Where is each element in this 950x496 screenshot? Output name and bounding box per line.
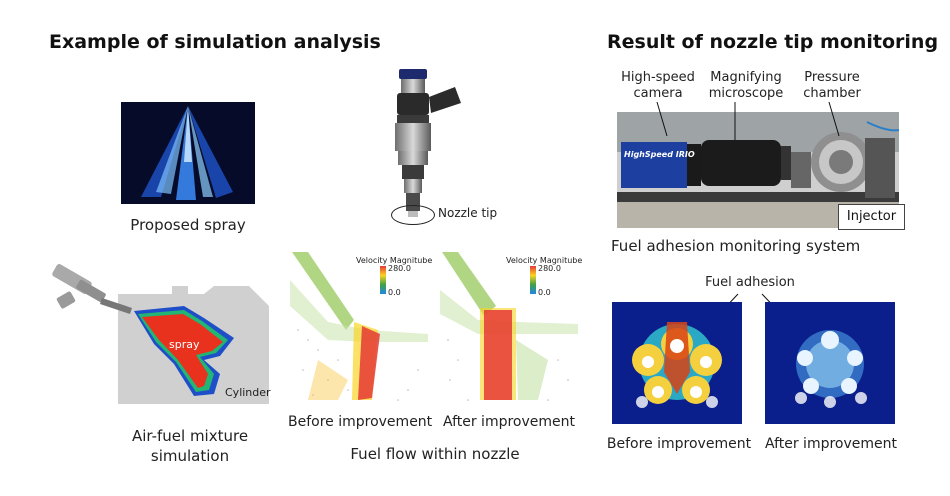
microscope-label-line1: Magnifying — [710, 70, 782, 85]
injector-label: Injector — [838, 204, 905, 230]
flow-after-image — [438, 250, 580, 408]
nozzle-tip-highlight — [391, 205, 435, 225]
fuel-flow-caption: Fuel flow within nozzle — [350, 445, 520, 463]
mixture-caption-line1: Air-fuel mixture — [131, 427, 249, 445]
camera-brand-label: HighSpeed IRIO — [624, 150, 695, 159]
mixture-caption-line2: simulation — [150, 447, 230, 465]
fuel-adhesion-label: Fuel adhesion — [705, 275, 795, 290]
chamber-label-line2: chamber — [803, 86, 861, 101]
microscope-label-line2: microscope — [708, 86, 784, 101]
left-section-title: Example of simulation analysis — [49, 31, 381, 53]
injector-image — [385, 67, 467, 237]
mixture-simulation-image — [44, 256, 279, 406]
velocity-colorbar-after — [530, 266, 536, 294]
cylinder-label: Cylinder — [225, 386, 271, 399]
nozzle-tip-label: Nozzle tip — [438, 206, 498, 220]
proposed-spray-caption: Proposed spray — [130, 216, 246, 234]
camera-label-line1: High-speed — [621, 70, 695, 85]
flow-after-caption: After improvement — [442, 414, 575, 430]
flow-before-image — [288, 250, 430, 408]
spray-label: spray — [169, 338, 200, 351]
mixture-caption: Air-fuel mixture simulation — [120, 426, 260, 466]
adhesion-before-caption: Before improvement — [606, 436, 752, 452]
right-section-title: Result of nozzle tip monitoring — [607, 31, 939, 53]
velocity-title-before: Velocity Magnitube — [356, 256, 433, 265]
velocity-title-after: Velocity Magnitube — [506, 256, 583, 265]
microscope-label: Magnifying microscope — [700, 70, 792, 102]
velocity-colorbar-before — [380, 266, 386, 294]
adhesion-after-caption: After improvement — [764, 436, 897, 452]
velocity-min-before: 0.0 — [388, 288, 401, 297]
camera-label: High-speed camera — [618, 70, 698, 102]
label-leader-lines — [656, 101, 840, 140]
adhesion-before-image — [612, 302, 742, 424]
velocity-max-after: 280.0 — [538, 264, 561, 273]
proposed-spray-image — [121, 102, 255, 204]
velocity-max-before: 280.0 — [388, 264, 411, 273]
system-caption: Fuel adhesion monitoring system — [611, 237, 861, 255]
flow-before-caption: Before improvement — [288, 414, 433, 430]
adhesion-after-image — [765, 302, 895, 424]
velocity-min-after: 0.0 — [538, 288, 551, 297]
monitoring-system-photo — [617, 112, 899, 228]
chamber-label-line1: Pressure — [804, 70, 860, 85]
camera-label-line2: camera — [633, 86, 683, 101]
chamber-label: Pressure chamber — [792, 70, 872, 102]
